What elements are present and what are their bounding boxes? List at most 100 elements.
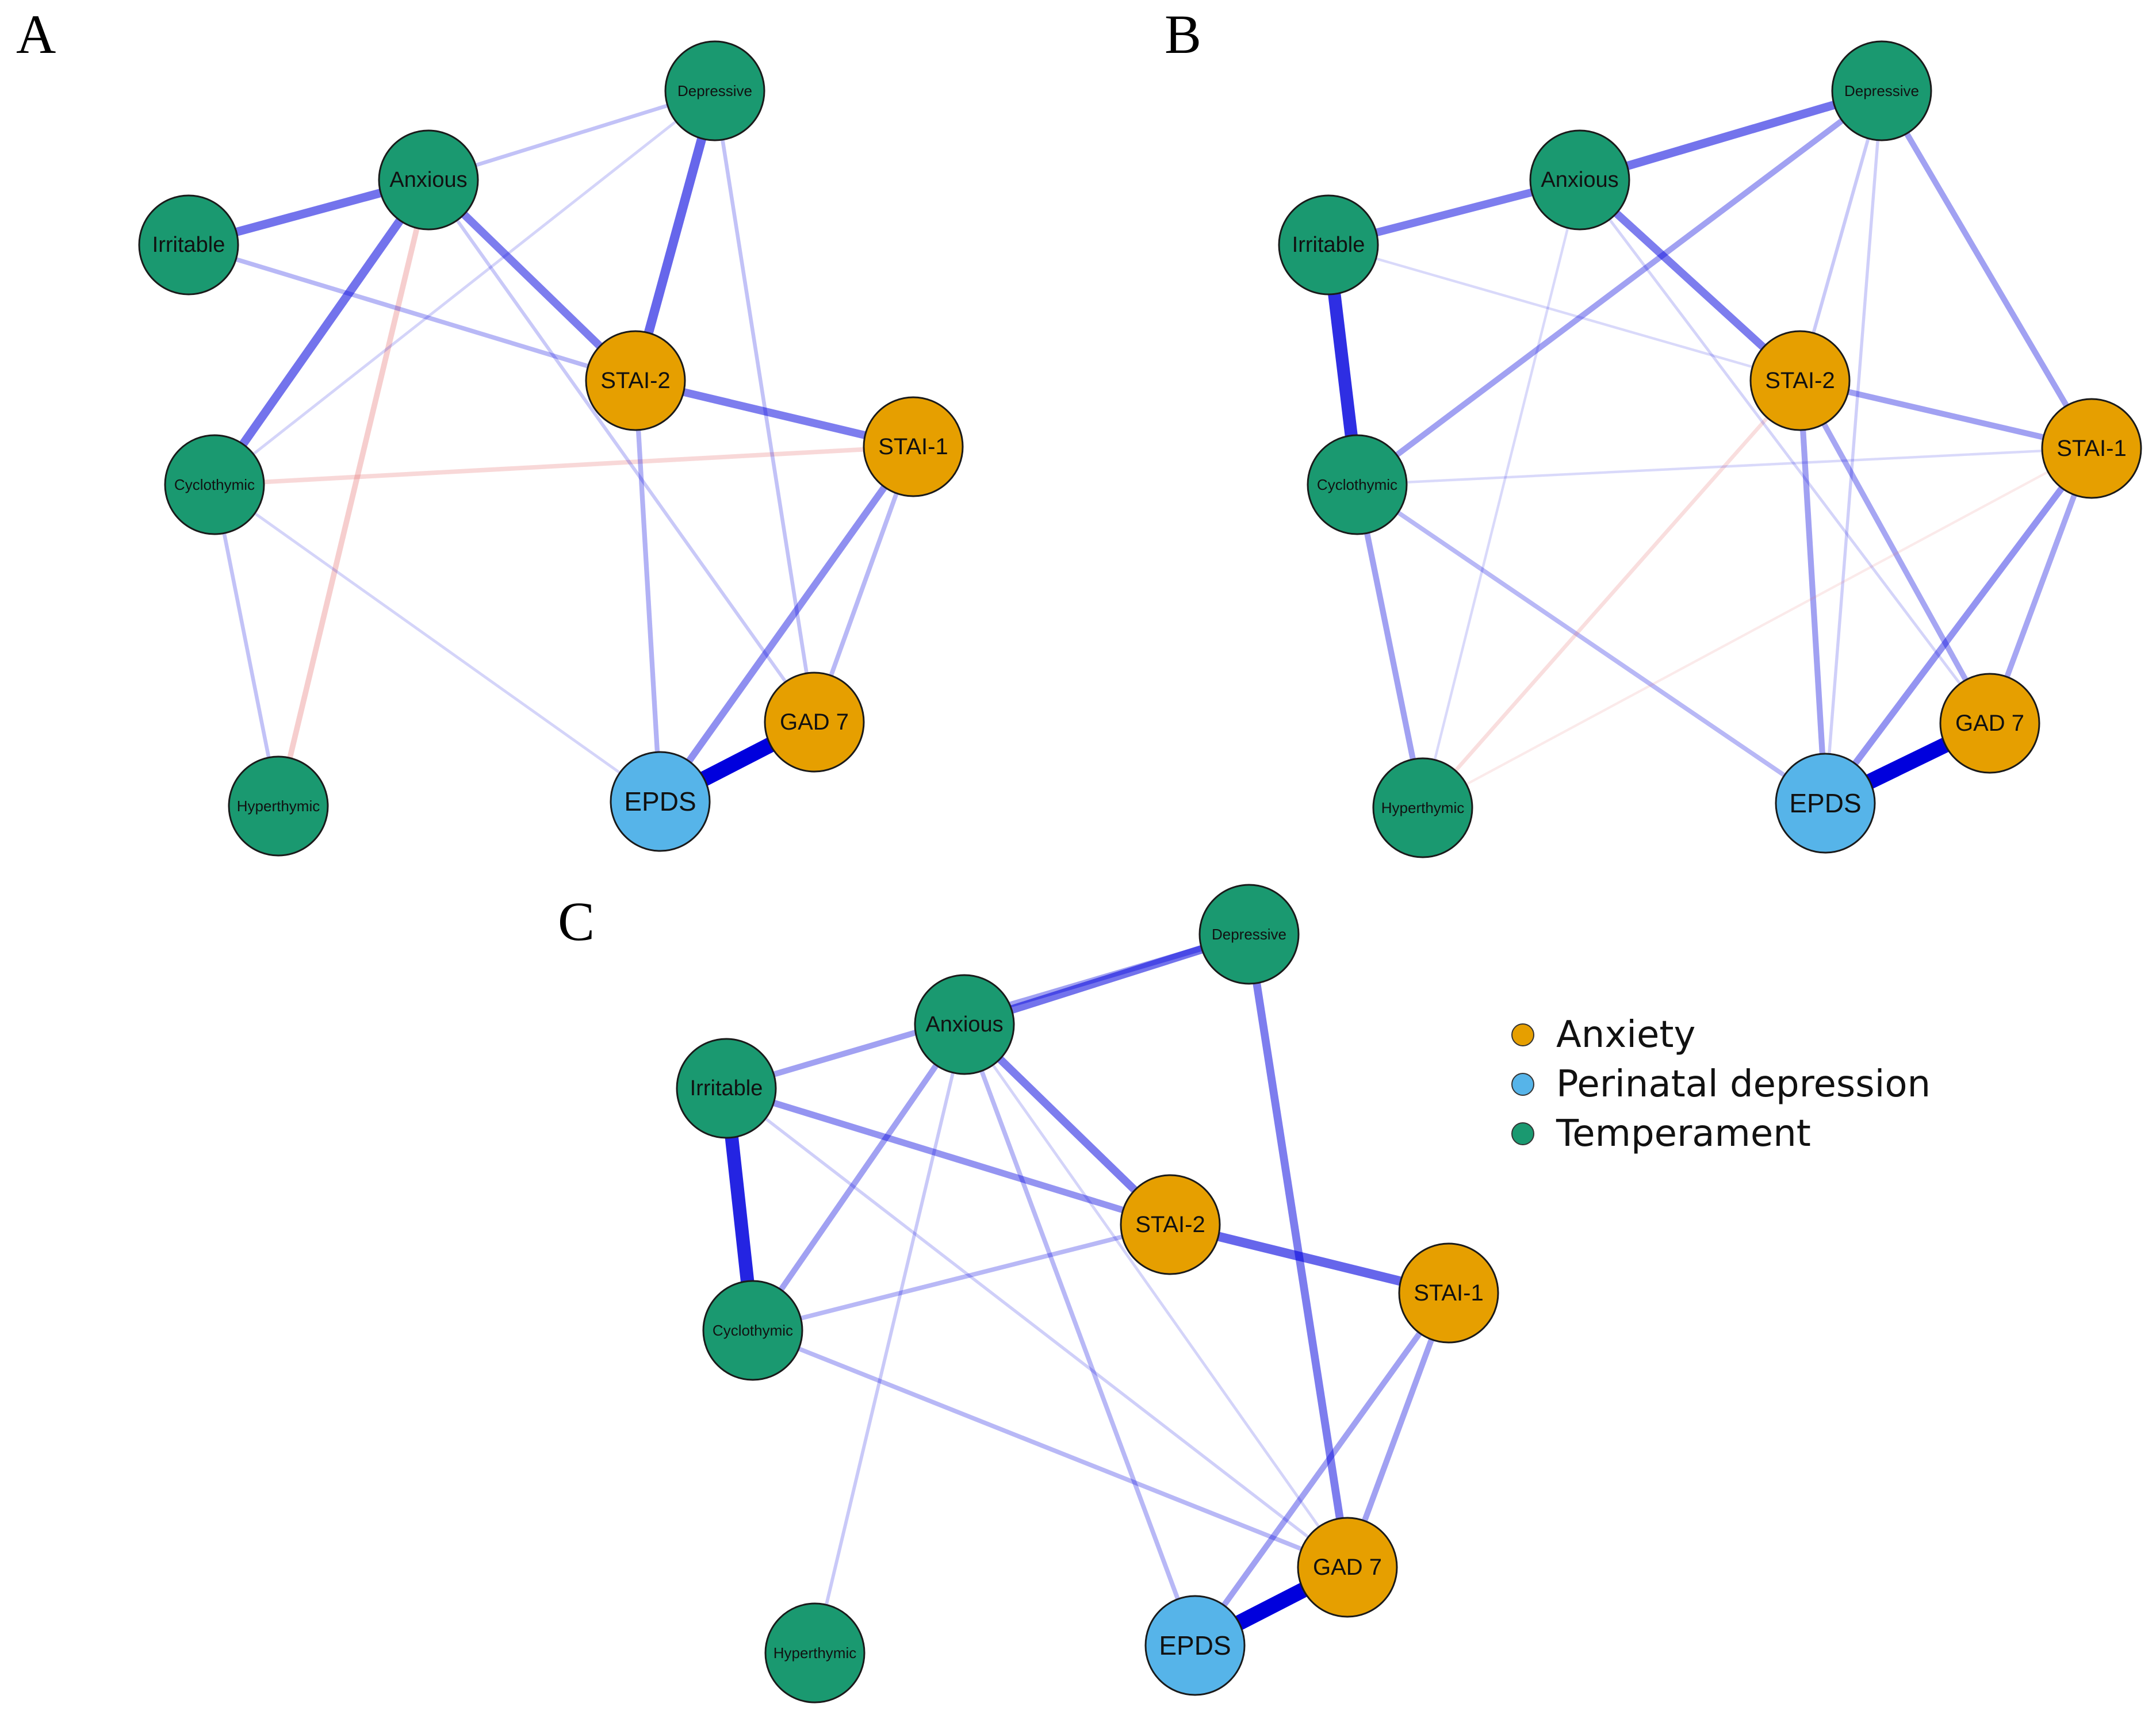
node-circle	[1307, 434, 1408, 535]
edge-cyclothymic-stai1	[214, 444, 914, 487]
node-circle	[1278, 194, 1379, 296]
node-circle	[2041, 398, 2142, 499]
edge-anxious-hyperthymic	[275, 179, 431, 807]
node-stai2: STAI-2	[1120, 1174, 1221, 1275]
node-depressive: Depressive	[664, 40, 765, 141]
node-label: Depressive	[1212, 926, 1286, 943]
node-circle	[1372, 757, 1473, 858]
node-epds: EPDS	[1775, 753, 1876, 854]
legend-swatch	[1511, 1023, 1534, 1046]
node-circle	[676, 1038, 777, 1139]
node-irritable: Irritable	[138, 194, 239, 296]
node-label: EPDS	[1789, 788, 1861, 818]
node-label: Hyperthymic	[237, 797, 320, 815]
edge-cyclothymic-depressive	[1355, 88, 1884, 488]
node-circle	[1831, 40, 1932, 141]
node-circle	[1198, 884, 1300, 985]
edge-irritable-gad7	[725, 1087, 1349, 1569]
edge-stai2-epds	[633, 380, 663, 802]
node-stai2: STAI-2	[1749, 330, 1851, 431]
panel-letter: B	[1165, 3, 1201, 65]
nodes: DepressiveAnxiousIrritableCyclothymicHyp…	[676, 884, 1499, 1704]
panel-letter: C	[558, 891, 595, 952]
edge-cyclothymic-hyperthymic	[1354, 484, 1426, 809]
node-circle	[664, 40, 765, 141]
node-gad7: GAD 7	[764, 672, 865, 773]
edge-anxious-hyperthymic	[813, 1024, 966, 1654]
node-stai1: STAI-1	[863, 396, 964, 497]
node-label: Anxious	[389, 168, 467, 192]
node-label: GAD 7	[1955, 711, 2024, 736]
edge-anxious-cyclothymic	[210, 177, 432, 488]
node-circle	[914, 974, 1015, 1075]
node-circle	[1939, 673, 2040, 774]
node-label: Anxious	[1541, 168, 1618, 192]
node-label: Cyclothymic	[1317, 476, 1397, 493]
node-label: Anxious	[925, 1012, 1003, 1037]
node-label: STAI-2	[1765, 368, 1835, 393]
edge-anxious-hyperthymic	[1421, 179, 1581, 808]
node-stai1: STAI-1	[1398, 1242, 1499, 1344]
edge-stai1-epds	[657, 444, 916, 804]
edge-anxious-gad7	[1579, 179, 1991, 724]
legend-item-temperament: Temperament	[1511, 1112, 1811, 1155]
node-circle	[702, 1280, 803, 1381]
panel-letter: A	[16, 3, 56, 65]
nodes: DepressiveAnxiousIrritableCyclothymicHyp…	[1278, 40, 2142, 858]
node-circle	[863, 396, 964, 497]
node-label: Irritable	[690, 1076, 763, 1100]
edge-depressive-epds	[1824, 90, 1883, 804]
node-anxious: Anxious	[378, 129, 479, 231]
edge-stai1-epds	[1822, 446, 2094, 805]
node-label: STAI-1	[1414, 1280, 1484, 1306]
node-label: EPDS	[1159, 1631, 1231, 1660]
edge-cyclothymic-depressive	[213, 90, 716, 486]
legend-swatch	[1511, 1122, 1534, 1145]
edge-cyclothymic-stai1	[1357, 447, 2092, 486]
edge-cyclothymic-hyperthymic	[212, 484, 281, 807]
node-circle	[1749, 330, 1851, 431]
edge-anxious-gad7	[427, 179, 816, 723]
edge-irritable-stai2	[725, 1085, 1171, 1228]
edge-cyclothymic-epds	[213, 484, 661, 803]
node-gad7: GAD 7	[1939, 673, 2040, 774]
node-label: Cyclothymic	[174, 476, 255, 493]
node-label: Hyperthymic	[1381, 799, 1464, 816]
node-circle	[764, 672, 865, 773]
edge-stai2-hyperthymic	[1421, 379, 1802, 810]
node-cyclothymic: Cyclothymic	[164, 434, 265, 535]
node-cyclothymic: Cyclothymic	[702, 1280, 803, 1381]
node-label: STAI-1	[2057, 436, 2127, 461]
node-label: EPDS	[624, 787, 696, 816]
legend-label: Perinatal depression	[1556, 1063, 1931, 1106]
node-label: Cyclothymic	[713, 1322, 793, 1339]
node-depressive: Depressive	[1198, 884, 1300, 985]
node-circle	[1398, 1242, 1499, 1344]
node-circle	[378, 129, 479, 231]
node-stai1: STAI-1	[2041, 398, 2142, 499]
node-label: STAI-2	[600, 368, 671, 393]
edge-irritable-stai2	[1328, 243, 1801, 382]
edge-cyclothymic-gad7	[752, 1328, 1349, 1570]
panel-c: C DepressiveAnxiousIrritableCyclothymicHy…	[558, 884, 1499, 1704]
node-circle	[1120, 1174, 1221, 1275]
node-circle	[138, 194, 239, 296]
node-epds: EPDS	[610, 751, 711, 852]
edge-anxious-depressive	[1578, 86, 1883, 185]
edge-cyclothymic-stai2	[752, 1222, 1171, 1333]
node-irritable: Irritable	[676, 1038, 777, 1139]
legend-item-anxiety: Anxiety	[1511, 1014, 1695, 1056]
node-circle	[1297, 1517, 1398, 1618]
node-gad7: GAD 7	[1297, 1517, 1398, 1618]
edge-depressive-gad7	[713, 90, 817, 723]
node-circle	[1144, 1595, 1246, 1696]
edge-anxious-gad7	[963, 1023, 1349, 1568]
node-label: Irritable	[1292, 233, 1365, 257]
node-stai2: STAI-2	[585, 330, 686, 431]
node-hyperthymic: Hyperthymic	[228, 755, 329, 857]
edge-depressive-gad7	[1245, 933, 1351, 1568]
node-label: Hyperthymic	[773, 1644, 856, 1662]
node-hyperthymic: Hyperthymic	[1372, 757, 1473, 858]
